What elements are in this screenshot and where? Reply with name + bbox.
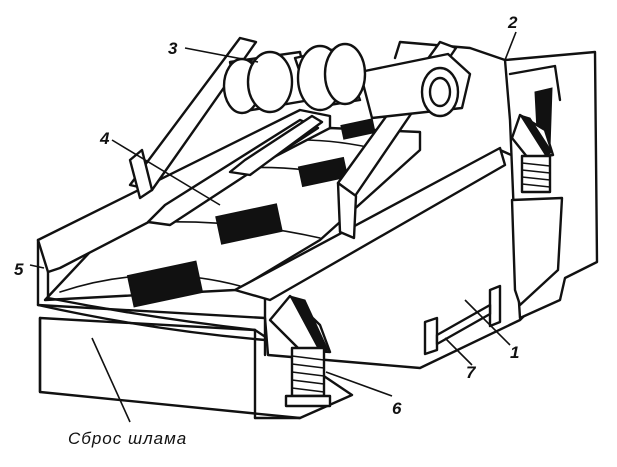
callout-3: 3 xyxy=(168,39,178,58)
discharge-bracket xyxy=(423,284,502,356)
callout-2: 2 xyxy=(507,13,518,32)
callout-5: 5 xyxy=(14,260,24,279)
right-side-wall xyxy=(233,146,507,302)
leader-1 xyxy=(464,299,511,346)
callout-4: 4 xyxy=(99,129,110,148)
leader-5 xyxy=(29,264,45,269)
leader-3 xyxy=(184,47,259,63)
callout-7: 7 xyxy=(466,363,477,382)
screening-deck xyxy=(43,118,422,308)
discharge-lip xyxy=(46,296,257,332)
spring-mount-front xyxy=(268,294,332,408)
caption-slurry-discharge: Сброс шлама xyxy=(68,429,187,448)
callout-1: 1 xyxy=(510,343,519,362)
leader-4 xyxy=(111,139,221,206)
callout-6: 6 xyxy=(392,399,402,418)
leader-caption xyxy=(91,337,131,423)
leader-6 xyxy=(325,371,393,397)
mesh-panel xyxy=(215,203,283,245)
mesh-panel xyxy=(340,118,376,140)
mesh-panel xyxy=(126,260,204,308)
spring-mount-rear xyxy=(510,113,564,307)
callout-labels: 3 2 4 5 1 7 6 Сброс шлама xyxy=(14,13,519,448)
mesh-panel xyxy=(297,156,349,188)
leader-2 xyxy=(504,31,517,61)
leader-7 xyxy=(444,337,473,366)
leader-lines xyxy=(29,31,517,423)
cross-beams xyxy=(146,114,324,227)
vibrator-drive xyxy=(222,42,472,120)
